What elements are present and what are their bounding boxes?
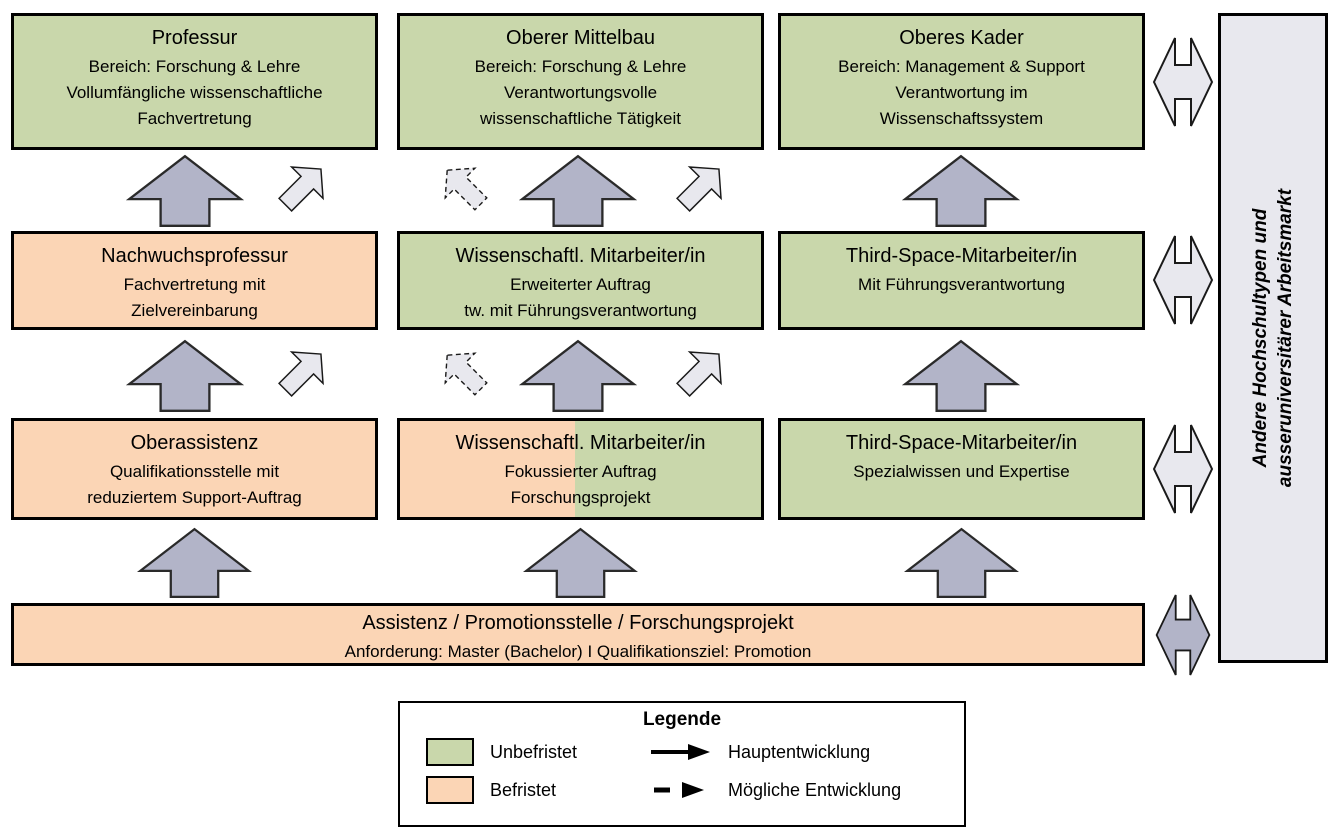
sidebar-line: Andere Hochschultypen und <box>1250 208 1272 468</box>
dashed-arrow-icon <box>654 782 704 798</box>
unbefristet-swatch-icon <box>426 738 474 766</box>
dashed-up-left-arrow-icon <box>444 352 488 396</box>
up-arrow-icon <box>518 154 638 227</box>
up-arrow-icon <box>522 527 639 598</box>
box-line: Anforderung: Master (Bachelor) I Qualifi… <box>344 642 812 661</box>
double-horizontal-arrow-icon <box>1152 37 1214 127</box>
box-line: Verantwortung im <box>895 83 1028 102</box>
box-oberes-kader: Oberes Kader Bereich: Management & Suppo… <box>778 13 1145 150</box>
legend-box: Legende Unbefristet Hauptentwicklung Bef… <box>398 701 966 827</box>
box-title: Wissenschaftl. Mitarbeiter/in <box>455 432 706 454</box>
solid-arrow-icon <box>651 744 710 760</box>
box-third-space-fuehrung: Third-Space-Mitarbeiter/in Mit Führungsv… <box>778 231 1145 330</box>
up-arrow-icon <box>125 339 245 412</box>
box-line: Qualifikationsstelle mit <box>109 462 280 481</box>
box-line: Bereich: Forschung & Lehre <box>88 57 301 76</box>
box-line: Vollumfängliche wissenschaftliche <box>66 83 323 102</box>
box-line: wissenschaftliche Tätigkeit <box>480 109 681 128</box>
box-title: Oberes Kader <box>899 27 1024 49</box>
legend-label: Befristet <box>490 779 557 800</box>
box-title: Oberer Mittelbau <box>506 27 655 49</box>
box-line: Wissenschaftssystem <box>879 109 1044 128</box>
diagonal-up-right-arrow-icon <box>278 166 324 212</box>
double-horizontal-arrow-icon <box>1155 594 1211 676</box>
legend-label: Unbefristet <box>490 741 578 762</box>
box-line: Fachvertretung <box>137 109 252 128</box>
box-title: Assistenz / Promotionsstelle / Forschung… <box>362 612 794 634</box>
box-line: Erweiterter Auftrag <box>510 275 651 294</box>
box-line: Forschungsprojekt <box>510 488 651 507</box>
box-third-space-spezial: Third-Space-Mitarbeiter/in Spezialwissen… <box>778 418 1145 520</box>
box-line: Bereich: Forschung & Lehre <box>474 57 687 76</box>
box-line: Bereich: Management & Support <box>838 57 1085 76</box>
box-title: Third-Space-Mitarbeiter/in <box>845 245 1078 267</box>
sidebar-text: Andere Hochschultypen und ausseruniversi… <box>1248 189 1298 487</box>
box-title: Oberassistenz <box>130 432 259 454</box>
box-arbeitsmarkt-sidebar: Andere Hochschultypen und ausseruniversi… <box>1218 13 1328 663</box>
box-oberassistenz: Oberassistenz Qualifikationsstelle mit r… <box>11 418 378 520</box>
up-arrow-icon <box>136 527 253 598</box>
box-nachwuchsprofessur: Nachwuchsprofessur Fachvertretung mit Zi… <box>11 231 378 330</box>
box-line: reduziertem Support-Auftrag <box>87 488 302 507</box>
box-professur: Professur Bereich: Forschung & Lehre Vol… <box>11 13 378 150</box>
sidebar-line: ausseruniversitärer Arbeitsmarkt <box>1275 188 1297 488</box>
up-arrow-icon <box>125 154 245 227</box>
up-arrow-icon <box>901 339 1021 412</box>
legend-row-unbefristet: Unbefristet Hauptentwicklung <box>426 735 964 769</box>
legend-row-befristet: Befristet Mögliche Entwicklung <box>426 773 964 807</box>
box-wiss-mitarbeiter-erweitert: Wissenschaftl. Mitarbeiter/in Erweiterte… <box>397 231 764 330</box>
box-line: Fokussierter Auftrag <box>504 462 657 481</box>
double-horizontal-arrow-icon <box>1152 424 1214 514</box>
box-line: tw. mit Führungsverantwortung <box>464 301 697 320</box>
up-arrow-icon <box>903 527 1020 598</box>
box-line: Verantwortungsvolle <box>503 83 658 102</box>
dashed-up-left-arrow-icon <box>444 167 488 211</box>
box-title: Wissenschaftl. Mitarbeiter/in <box>455 245 706 267</box>
double-horizontal-arrow-icon <box>1152 235 1214 325</box>
box-line: Spezialwissen und Expertise <box>853 462 1070 481</box>
box-line: Zielvereinbarung <box>131 301 258 320</box>
box-line: Fachvertretung mit <box>123 275 266 294</box>
up-arrow-icon <box>901 154 1021 227</box>
box-assistenz: Assistenz / Promotionsstelle / Forschung… <box>11 603 1145 666</box>
box-oberer-mittelbau: Oberer Mittelbau Bereich: Forschung & Le… <box>397 13 764 150</box>
up-arrow-icon <box>518 339 638 412</box>
legend-title: Legende <box>642 709 722 730</box>
diagonal-up-right-arrow-icon <box>676 351 722 397</box>
legend-label: Hauptentwicklung <box>728 741 871 762</box>
box-title: Third-Space-Mitarbeiter/in <box>845 432 1078 454</box>
box-wiss-mitarbeiter-fokussiert: Wissenschaftl. Mitarbeiter/in Fokussiert… <box>397 418 764 520</box>
legend-label: Mögliche Entwicklung <box>728 779 902 800</box>
diagonal-up-right-arrow-icon <box>676 166 722 212</box>
diagonal-up-right-arrow-icon <box>278 351 324 397</box>
box-title: Nachwuchsprofessur <box>101 245 288 267</box>
befristet-swatch-icon <box>426 776 474 804</box>
box-title: Professur <box>151 27 238 49</box>
box-line: Mit Führungsverantwortung <box>858 275 1065 294</box>
